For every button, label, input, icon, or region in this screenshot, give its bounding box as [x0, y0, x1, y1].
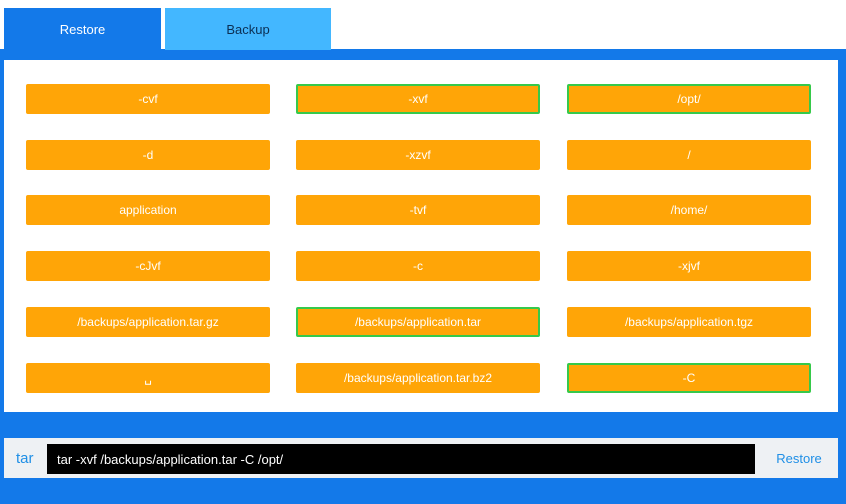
option-button[interactable]: -cvf [26, 84, 270, 114]
options-panel: -cvf -xvf /opt/ -d -xzvf / application -… [4, 60, 838, 412]
option-button[interactable]: -xzvf [296, 140, 540, 170]
tab-backup[interactable]: Backup [165, 8, 331, 50]
option-button[interactable]: /opt/ [567, 84, 811, 114]
option-button[interactable]: -d [26, 140, 270, 170]
tab-restore[interactable]: Restore [4, 8, 161, 50]
option-button[interactable]: -xvf [296, 84, 540, 114]
option-button[interactable]: /backups/application.tgz [567, 307, 811, 337]
option-button[interactable]: /backups/application.tar [296, 307, 540, 337]
option-button[interactable]: ␣ [26, 363, 270, 393]
command-bar: tar Restore [4, 438, 838, 478]
option-button[interactable]: /backups/application.tar.gz [26, 307, 270, 337]
option-button[interactable]: -xjvf [567, 251, 811, 281]
option-button[interactable]: -C [567, 363, 811, 393]
command-prefix-label: tar [16, 449, 34, 467]
option-button[interactable]: -cJvf [26, 251, 270, 281]
option-button[interactable]: -tvf [296, 195, 540, 225]
bottom-strip [0, 480, 846, 504]
option-button[interactable]: -c [296, 251, 540, 281]
option-button[interactable]: /backups/application.tar.bz2 [296, 363, 540, 393]
tab-bar: Restore Backup [0, 0, 846, 50]
option-button[interactable]: /home/ [567, 195, 811, 225]
option-button[interactable]: / [567, 140, 811, 170]
option-button[interactable]: application [26, 195, 270, 225]
restore-button[interactable]: Restore [776, 450, 822, 466]
command-input[interactable] [47, 444, 755, 474]
